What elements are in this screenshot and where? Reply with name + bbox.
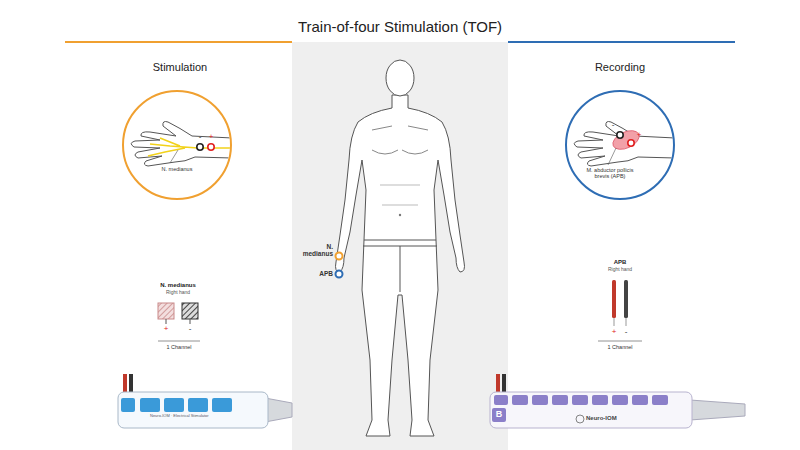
center-panel [292, 42, 508, 450]
electrode-side: Right hand [570, 267, 670, 273]
electrode-site: APB [570, 259, 670, 266]
diagram-title: Train-of-four Stimulation (TOF) [0, 18, 800, 35]
site-label: APB [296, 270, 333, 277]
polarity-sign: - [621, 327, 631, 336]
polarity-sign: + [609, 327, 619, 336]
pad-electrode [182, 303, 198, 319]
channel-label: 1 Channel [139, 344, 219, 350]
channel-label: 1 Channel [580, 344, 660, 350]
polarity-sign: + [161, 324, 171, 333]
channel-rule [158, 341, 200, 342]
hand-illustration [574, 122, 675, 167]
inset-label: M. abductor pollicis brevis (APB) [585, 167, 635, 180]
hand-illustration [131, 122, 232, 167]
polarity-sign: - [608, 120, 618, 129]
inset-circle: M. abductor pollicis brevis (APB) [565, 90, 675, 200]
polarity-sign: + [206, 132, 216, 141]
needle-electrode [624, 280, 628, 318]
device-label: Neuro-IOM · Electrical Stimulator [150, 414, 260, 419]
device-brand: Neuro-IOM [586, 415, 646, 422]
section-heading: Stimulation [120, 61, 240, 74]
polarity-sign: + [634, 130, 644, 139]
stim-marker [336, 253, 343, 260]
electrode-side: Right hand [128, 290, 228, 296]
needle-tip [614, 318, 615, 326]
polarity-sign: - [185, 324, 195, 333]
recorder-device [490, 374, 745, 428]
lead [166, 319, 167, 324]
section-heading: Recording [560, 61, 680, 74]
stimulator-device [118, 374, 292, 428]
needle-tip [626, 318, 627, 326]
pad-electrode [158, 303, 174, 319]
site-label: N. medianus [296, 243, 333, 258]
channel-rule [598, 341, 642, 342]
inset-circle: N. medianus [122, 90, 232, 200]
record-marker [336, 271, 343, 278]
electrode-site: N. medianus [128, 282, 228, 289]
polarity-sign: - [195, 132, 205, 141]
inset-label: N. medianus [152, 166, 202, 172]
section-rule [508, 41, 735, 43]
section-rule [65, 41, 292, 43]
lead [190, 319, 191, 324]
device-key-label: B [492, 409, 506, 419]
human-figure [336, 60, 465, 436]
needle-electrode [612, 280, 616, 318]
